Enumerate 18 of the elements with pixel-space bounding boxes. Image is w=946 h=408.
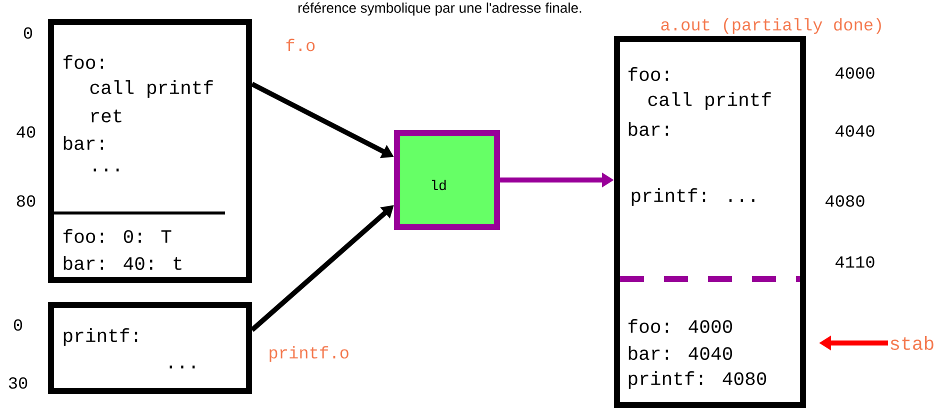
address-label: 80 (16, 195, 36, 207)
label-text: stab (890, 336, 934, 350)
address-label: 4080 (826, 195, 864, 207)
address-label: 4110 (836, 256, 874, 268)
address-label: 30 (8, 377, 28, 389)
address-label: 0 (14, 319, 22, 331)
address-label: 0 (24, 27, 32, 39)
linker-box: ld (394, 130, 500, 230)
object-file-box: printf: ... (48, 302, 252, 394)
address-label: 4000 (836, 67, 874, 79)
file-label: f.o (286, 38, 315, 52)
caption-text: référence symbolique par une l'adresse finale. (298, 2, 582, 16)
file-label: a.out (partially done) (661, 18, 881, 34)
object-file-box: foo: call printf ret bar: ... foo: 0: T bar: 40: t (48, 19, 252, 283)
address-label: 40 (16, 126, 36, 138)
file-label: printf.o (270, 346, 348, 362)
address-label: 4040 (836, 125, 874, 137)
executable-box: foo: call printf bar: printf: ... foo: 4000 bar: 4040 printf: 4080 (614, 36, 806, 408)
